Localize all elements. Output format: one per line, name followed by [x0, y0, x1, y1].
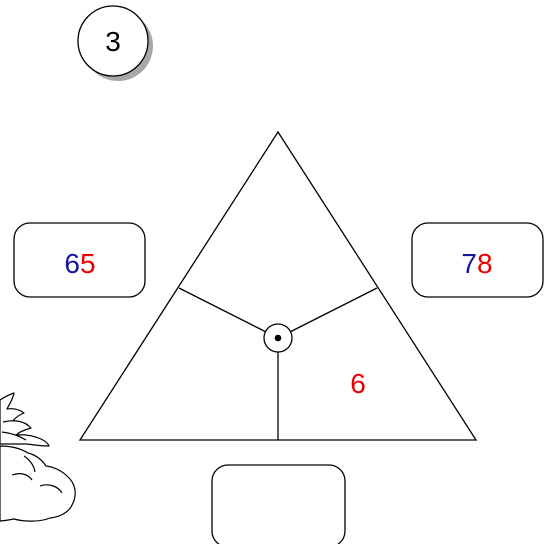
right-number-box: 78	[412, 223, 543, 297]
left-box-number: 65	[64, 248, 95, 279]
left-number-box: 65	[14, 223, 145, 297]
bottom-answer-box[interactable]	[212, 465, 345, 544]
bush-icon	[0, 393, 75, 521]
left-box-tens: 6	[64, 248, 80, 279]
bottom-box-frame[interactable]	[212, 465, 345, 544]
right-box-number: 78	[461, 248, 492, 279]
section-right-value: 6	[350, 368, 366, 399]
number-badge: 3	[78, 6, 153, 81]
badge-number: 3	[105, 26, 121, 57]
right-box-ones: 8	[477, 248, 493, 279]
left-box-ones: 5	[80, 248, 96, 279]
right-box-tens: 7	[461, 248, 477, 279]
dot-circle-icon	[264, 324, 292, 352]
